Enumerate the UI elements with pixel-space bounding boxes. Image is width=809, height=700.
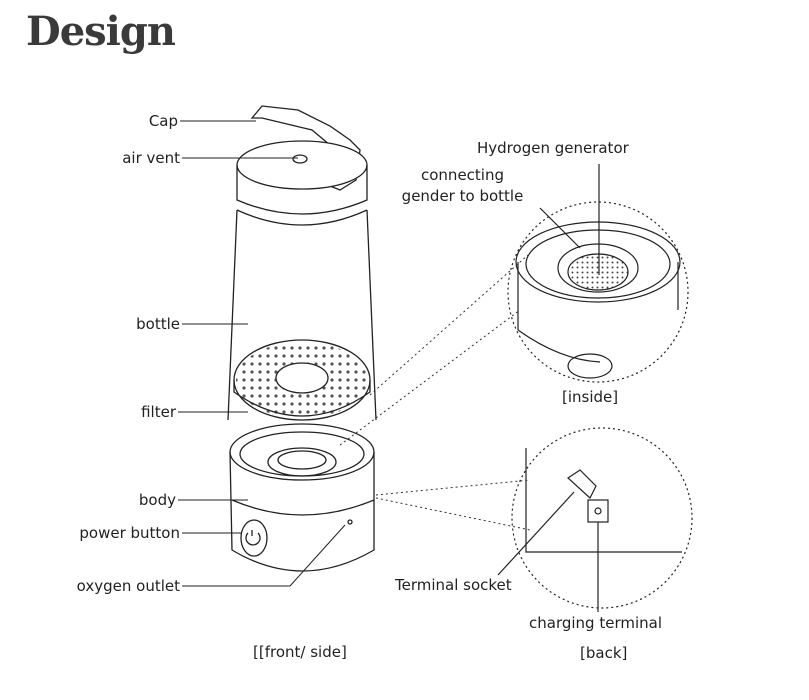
label-cap: Cap xyxy=(148,112,178,130)
label-hydrogen-generator: Hydrogen generator xyxy=(477,139,629,157)
label-connecting-line1: connecting xyxy=(421,166,504,184)
leader-lines xyxy=(178,120,346,587)
label-body: body xyxy=(138,491,176,509)
back-view xyxy=(497,427,693,612)
air-vent-hole xyxy=(292,154,308,164)
power-icon xyxy=(240,519,268,557)
projection-lines xyxy=(339,254,531,531)
label-oxygen-outlet: oxygen outlet xyxy=(76,577,180,595)
caption-back: [back] xyxy=(580,644,628,662)
label-bottle: bottle xyxy=(136,315,180,333)
label-air-vent: air vent xyxy=(122,149,180,167)
inside-view xyxy=(507,164,689,383)
label-filter: filter xyxy=(141,403,176,421)
caption-front-side: [[front/ side] xyxy=(253,643,347,661)
label-terminal-socket: Terminal socket xyxy=(395,576,512,594)
bottle-front-view xyxy=(227,105,377,572)
label-charging-terminal: charging terminal xyxy=(529,614,662,632)
label-connecting-line2: gender to bottle xyxy=(401,187,524,205)
caption-inside: [inside] xyxy=(562,388,619,406)
oxygen-outlet-hole xyxy=(347,519,353,525)
page-title: Design xyxy=(26,8,176,55)
label-power-button: power button xyxy=(79,524,180,542)
